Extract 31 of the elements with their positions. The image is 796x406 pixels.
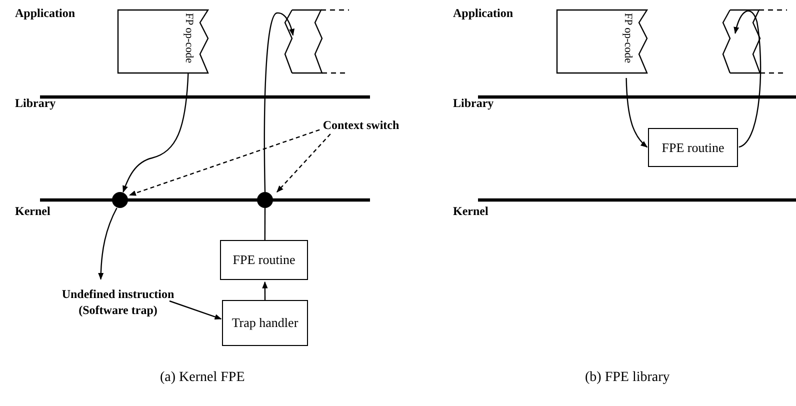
arrow <box>169 300 222 320</box>
process-box: FPE routine <box>648 128 738 167</box>
layer-label: Library <box>453 96 494 111</box>
context-switch-dot <box>112 192 128 208</box>
dashed-arrow <box>128 129 320 196</box>
layer-label: Application <box>453 6 514 21</box>
arrow <box>264 12 294 192</box>
arrow <box>98 208 118 280</box>
dashed-arrow <box>276 134 331 193</box>
figure-caption: (b) FPE library <box>585 370 670 386</box>
process-box: Trap handler <box>222 300 308 346</box>
figure-caption: (a) Kernel FPE <box>160 370 245 386</box>
code-block <box>118 10 208 73</box>
arrow <box>262 281 268 300</box>
process-box: FPE routine <box>220 240 308 280</box>
annotation-text: Context switch <box>316 117 406 133</box>
context-switch-dot <box>257 192 273 208</box>
arrow <box>626 78 648 148</box>
layer-label: Application <box>15 6 76 21</box>
connector-line <box>264 208 266 240</box>
layer-label: Kernel <box>453 204 488 219</box>
annotation-text: Undefined instruction (Software trap) <box>52 286 184 318</box>
code-label: FP op-code <box>183 13 194 64</box>
layer-label: Library <box>15 96 56 111</box>
code-block <box>557 10 647 73</box>
arrow <box>122 72 189 193</box>
code-label: FP op-code <box>622 13 633 64</box>
arrow <box>734 10 762 148</box>
layer-label: Kernel <box>15 204 50 219</box>
code-fragment <box>285 10 349 73</box>
code-fragment <box>723 10 787 73</box>
